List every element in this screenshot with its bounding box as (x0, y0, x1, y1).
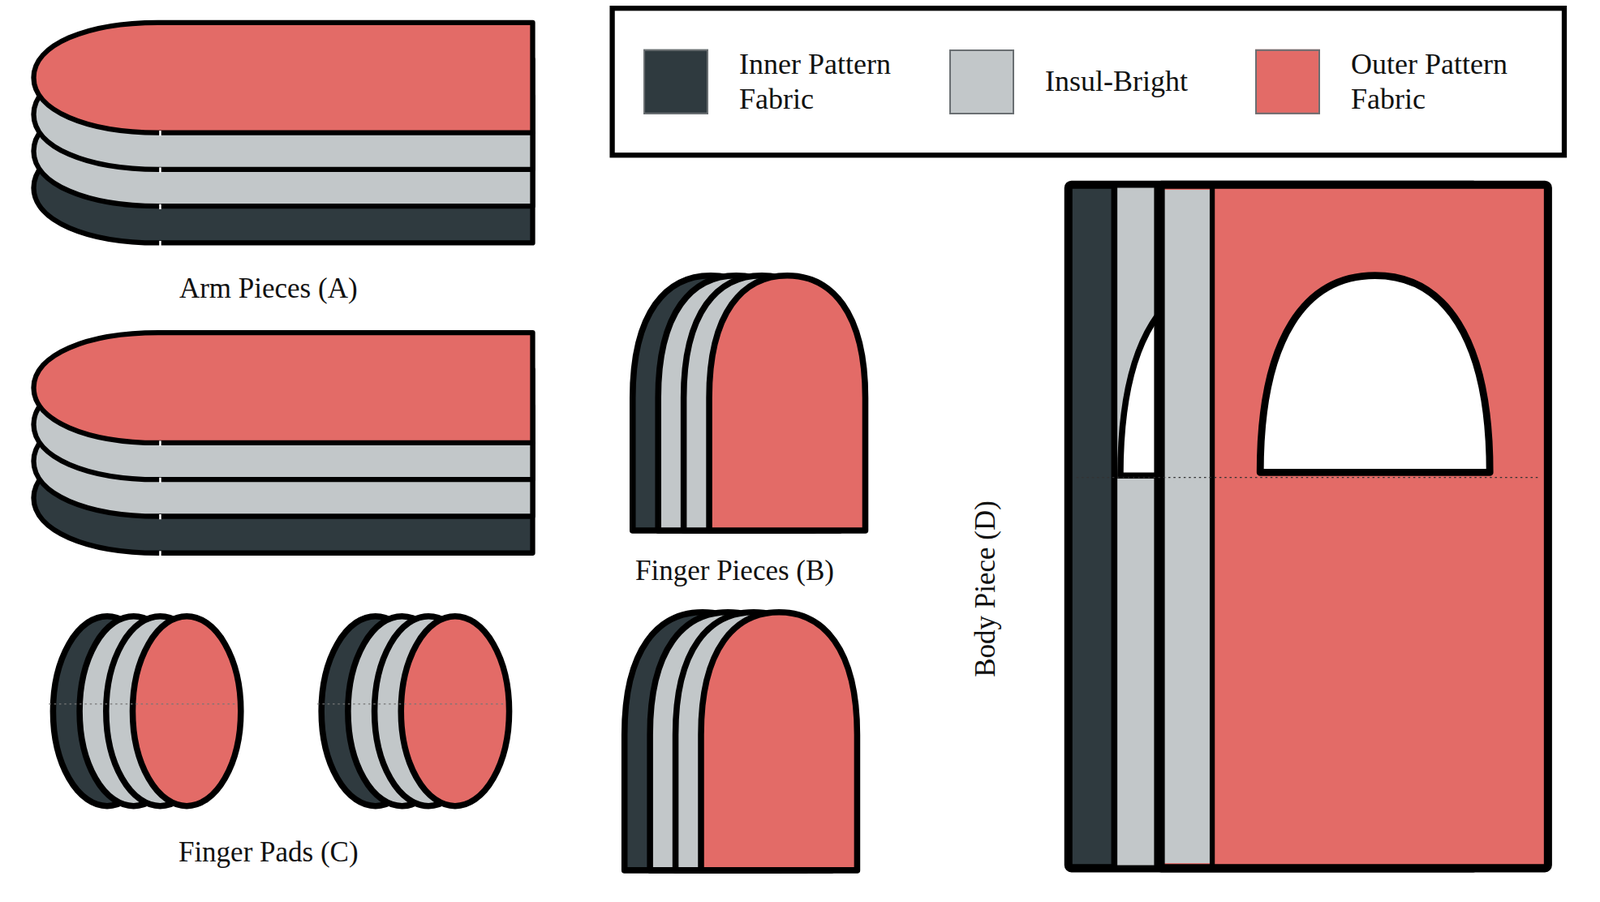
finger-piece-layer (709, 275, 865, 531)
finger-piece-layer (701, 612, 857, 871)
legend-entry: Insul-Bright (949, 49, 1188, 115)
arm-piece-layer (34, 332, 534, 444)
seam-mark (159, 204, 162, 210)
part-label: Body Piece (D) (969, 500, 1003, 678)
body-window (1260, 275, 1490, 474)
legend-text: Inner Pattern Fabric (739, 46, 934, 117)
part-label: Finger Pads (C) (178, 836, 359, 869)
body-outer-layer (1157, 184, 1548, 869)
body-insul-strip (1163, 189, 1211, 864)
seam-mark (159, 440, 162, 446)
legend-frame (612, 8, 1565, 155)
finger-pad-layer (132, 616, 241, 807)
finger-pad-layer (400, 616, 509, 807)
legend-entry: Outer Pattern Fabric (1255, 46, 1546, 117)
seam-mark (159, 167, 162, 173)
arm-piece-layer (34, 22, 534, 134)
seam-mark (159, 240, 162, 246)
legend-text: Outer Pattern Fabric (1350, 46, 1546, 117)
legend-swatch (949, 49, 1015, 115)
legend-swatch (1255, 49, 1321, 115)
body-seam (1209, 188, 1215, 866)
fold-line (317, 703, 507, 705)
legend-swatch (643, 49, 709, 115)
fold-line (48, 703, 238, 705)
seam-mark (159, 514, 162, 520)
part-label: Finger Pieces (B) (635, 554, 835, 588)
part-label: Arm Pieces (A) (179, 272, 358, 306)
seam-mark (159, 550, 162, 556)
legend-text: Insul-Bright (1045, 64, 1188, 99)
seam-mark (159, 130, 162, 136)
seam-mark (159, 477, 162, 483)
body-seam (1161, 188, 1166, 866)
legend-entry: Inner Pattern Fabric (643, 46, 934, 117)
fold-line (1076, 477, 1541, 478)
